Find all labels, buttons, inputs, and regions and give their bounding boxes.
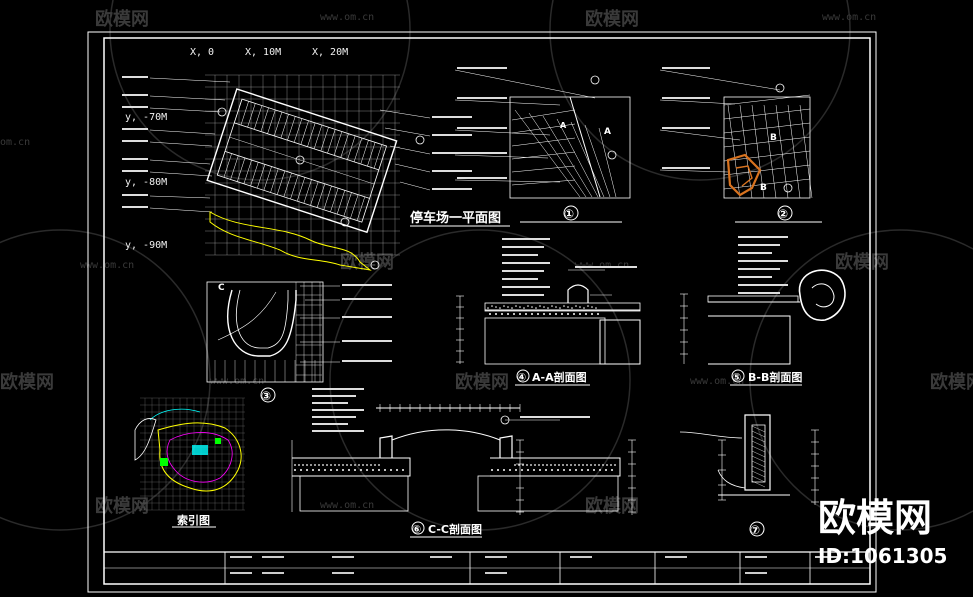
watermark-brand: 欧模网 (585, 495, 639, 517)
section-mark-a: A (560, 121, 567, 130)
plan-y-label: y, -80M (125, 177, 167, 188)
watermark-url: www.om.cn (210, 376, 264, 387)
watermark-brand: 欧模网 (95, 8, 149, 30)
inner-frame (103, 37, 871, 585)
plan-y-label: y, -90M (125, 240, 167, 251)
watermark-brand: 欧模网 (0, 371, 54, 393)
section-c-c: ⑥ C-C剖面图 (291, 388, 636, 538)
watermark-brand: 欧模网 (835, 251, 889, 273)
detail-number: ② (778, 207, 788, 221)
section-title: C-C剖面图 (428, 522, 482, 536)
detail-number: ④ (517, 371, 526, 384)
title-block (104, 551, 870, 584)
plan-x-label: X, 20M (312, 47, 348, 58)
detail-3: ③ C (206, 281, 392, 403)
plan-x-label: X, 10M (245, 47, 281, 58)
section-title: A-A剖面图 (532, 370, 587, 384)
outer-frame (87, 31, 877, 593)
detail-number: ⑤ (732, 371, 741, 384)
watermark-url: om.cn (0, 137, 30, 148)
section-mark-b: B (760, 183, 767, 193)
watermark-brand: 欧模网 (95, 495, 149, 517)
section-title: B-B剖面图 (748, 370, 802, 384)
detail-1: ① A A (454, 67, 631, 223)
detail-2: ② B B (659, 67, 822, 223)
watermark-ring (549, 0, 851, 181)
index-map-title: 索引图 (177, 513, 210, 527)
section-mark-b: B (770, 133, 777, 143)
section-mark-a: A (604, 127, 611, 137)
planting-edge (209, 211, 372, 271)
detail-number: ⑦ (750, 523, 760, 537)
watermark-ring (0, 229, 211, 531)
watermark-url: www.om.cn (320, 500, 374, 511)
watermark-url: www.om.cn (80, 260, 134, 271)
watermark-url: www.om.cn (575, 260, 629, 271)
watermark-url: www.om.cn (690, 376, 744, 387)
section-b-b: ⑤ B-B剖面图 (680, 236, 846, 386)
detail-number: ① (564, 207, 574, 221)
watermark-brand: 欧模网 (585, 8, 639, 30)
detail-number: ⑥ (412, 523, 421, 536)
model-id: ID:1061305 (818, 544, 947, 568)
boulder (798, 269, 846, 321)
brand-logo-text: 欧模网 (818, 496, 932, 540)
watermark-brand: 欧模网 (930, 371, 973, 393)
watermark-layer: 欧模网 www.om.cn 欧模网 www.om.cn om.cn www.om… (0, 0, 973, 531)
plan-x-label: X, 0 (190, 47, 214, 58)
watermark-ring (329, 229, 631, 531)
plan-y-label: y, -70M (125, 112, 167, 123)
watermark-url: www.om.cn (320, 12, 374, 23)
parking-lot-plan: X, 0 X, 10M X, 20M y, -70M y, -80M y, -9… (122, 47, 510, 271)
watermark-brand: 欧模网 (455, 371, 509, 393)
index-map: 索引图 (134, 397, 245, 528)
watermark-url: www.om.cn (822, 12, 876, 23)
boulder (726, 153, 762, 197)
section-a-a: ④ A-A剖面图 (456, 238, 641, 386)
detail-7: ⑦ (679, 414, 819, 537)
section-mark-c: C (218, 283, 225, 293)
detail-number: ③ (261, 389, 271, 403)
watermark-ring (749, 229, 973, 531)
plan-title: 停车场一平面图 (410, 210, 501, 226)
